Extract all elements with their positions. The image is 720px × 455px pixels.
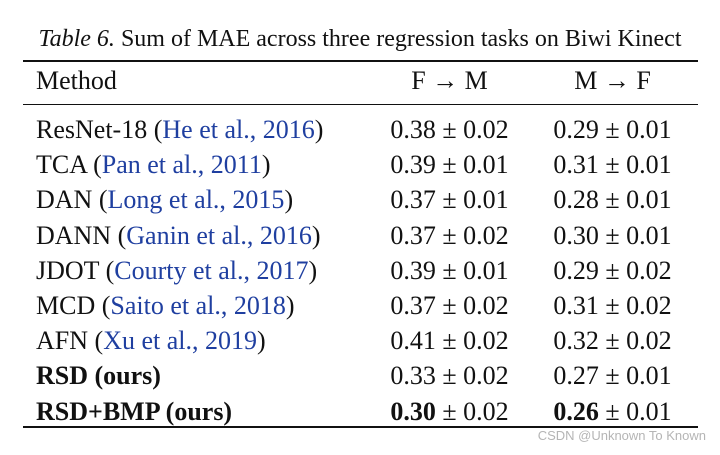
method-cell: JDOT (Courty et al., 2017) <box>36 256 318 285</box>
table-top-rule <box>23 60 698 62</box>
citation-link[interactable]: He et al., 2016 <box>162 115 315 144</box>
citation-link[interactable]: Saito et al., 2018 <box>110 291 286 320</box>
m-to-f-mean: 0.30 <box>553 221 599 250</box>
table-row: RSD+BMP (ours) 0.30 ± 0.02 0.26 ± 0.01 <box>0 395 720 429</box>
table-row: RSD (ours) 0.33 ± 0.02 0.27 ± 0.01 <box>0 359 720 393</box>
f-to-m-cell: 0.37 ± 0.02 <box>382 219 517 253</box>
f-to-m-cell: 0.30 ± 0.02 <box>382 395 517 429</box>
m-to-f-cell: 0.30 ± 0.01 <box>545 219 680 253</box>
m-to-f-cell: 0.31 ± 0.02 <box>545 289 680 323</box>
m-to-f-cell: 0.31 ± 0.01 <box>545 148 680 182</box>
f-to-m-cell: 0.38 ± 0.02 <box>382 113 517 147</box>
f-to-m-mean: 0.37 <box>390 185 436 214</box>
f-to-m-cell: 0.37 ± 0.02 <box>382 289 517 323</box>
citation-link[interactable]: Xu et al., 2019 <box>103 326 257 355</box>
m-to-f-std: ± 0.01 <box>605 361 672 390</box>
m-to-f-mean: 0.27 <box>553 361 599 390</box>
table-caption-label: Table 6. <box>38 26 115 52</box>
m-to-f-mean: 0.26 <box>553 397 599 426</box>
m-to-f-mean: 0.31 <box>553 291 599 320</box>
m-to-f-mean: 0.32 <box>553 326 599 355</box>
f-to-m-mean: 0.38 <box>390 115 436 144</box>
f-to-m-mean: 0.39 <box>390 256 436 285</box>
citation-link[interactable]: Pan et al., 2011 <box>101 150 262 179</box>
f-to-m-std: ± 0.01 <box>442 185 509 214</box>
m-to-f-mean: 0.28 <box>553 185 599 214</box>
method-cell: ResNet-18 (He et al., 2016) <box>36 115 324 144</box>
m-to-f-cell: 0.26 ± 0.01 <box>545 395 680 429</box>
m-to-f-mean: 0.31 <box>553 150 599 179</box>
m-to-f-std: ± 0.01 <box>605 221 672 250</box>
table-row: DANN (Ganin et al., 2016) 0.37 ± 0.02 0.30… <box>0 219 720 253</box>
citation-link[interactable]: Courty et al., 2017 <box>114 256 309 285</box>
method-name: ResNet-18 <box>36 115 148 144</box>
m-to-f-mean: 0.29 <box>553 115 599 144</box>
f-to-m-std: ± 0.02 <box>442 397 509 426</box>
m-to-f-std: ± 0.02 <box>605 326 672 355</box>
method-cell: DAN (Long et al., 2015) <box>36 185 294 214</box>
method-cell: DANN (Ganin et al., 2016) <box>36 221 321 250</box>
f-to-m-std: ± 0.02 <box>442 291 509 320</box>
m-to-f-cell: 0.29 ± 0.01 <box>545 113 680 147</box>
table-header-rule <box>23 104 698 105</box>
f-to-m-cell: 0.37 ± 0.01 <box>382 183 517 217</box>
m-to-f-mean: 0.29 <box>553 256 599 285</box>
method-name: JDOT <box>36 256 100 285</box>
f-to-m-std: ± 0.01 <box>442 256 509 285</box>
method-name: AFN <box>36 326 89 355</box>
method-name: DAN <box>36 185 93 214</box>
f-to-m-mean: 0.37 <box>390 221 436 250</box>
f-to-m-std: ± 0.02 <box>442 115 509 144</box>
method-name: RSD (ours) <box>36 361 161 390</box>
m-to-f-cell: 0.32 ± 0.02 <box>545 324 680 358</box>
method-name: MCD <box>36 291 96 320</box>
table-caption-text: Sum of MAE across three regression tasks… <box>120 26 682 52</box>
f-to-m-std: ± 0.01 <box>442 150 509 179</box>
method-cell: TCA (Pan et al., 2011) <box>36 150 271 179</box>
method-name: RSD+BMP (ours) <box>36 397 233 426</box>
table-header-row: Method F → M M → F <box>0 64 720 98</box>
f-to-m-mean: 0.41 <box>390 326 436 355</box>
method-cell: RSD (ours) <box>36 359 161 393</box>
f-to-m-mean: 0.39 <box>390 150 436 179</box>
m-to-f-std: ± 0.01 <box>605 185 672 214</box>
m-to-f-std: ± 0.01 <box>605 115 672 144</box>
citation-link[interactable]: Ganin et al., 2016 <box>126 221 312 250</box>
m-to-f-cell: 0.29 ± 0.02 <box>545 254 680 288</box>
f-to-m-std: ± 0.02 <box>442 221 509 250</box>
table-caption: Table 6. Sum of MAE across three regress… <box>0 24 720 54</box>
method-name: DANN <box>36 221 112 250</box>
m-to-f-std: ± 0.01 <box>605 150 672 179</box>
m-to-f-cell: 0.28 ± 0.01 <box>545 183 680 217</box>
f-to-m-std: ± 0.02 <box>442 326 509 355</box>
m-to-f-std: ± 0.01 <box>605 397 672 426</box>
method-cell: AFN (Xu et al., 2019) <box>36 326 266 355</box>
method-cell: MCD (Saito et al., 2018) <box>36 291 295 320</box>
f-to-m-mean: 0.33 <box>390 361 436 390</box>
f-to-m-cell: 0.39 ± 0.01 <box>382 254 517 288</box>
m-to-f-std: ± 0.02 <box>605 291 672 320</box>
citation-link[interactable]: Long et al., 2015 <box>107 185 285 214</box>
f-to-m-std: ± 0.02 <box>442 361 509 390</box>
f-to-m-cell: 0.39 ± 0.01 <box>382 148 517 182</box>
f-to-m-mean: 0.37 <box>390 291 436 320</box>
table-bottom-rule <box>23 426 698 428</box>
header-f-to-m: F → M <box>411 66 488 95</box>
table-row: JDOT (Courty et al., 2017) 0.39 ± 0.01 0.2… <box>0 254 720 288</box>
f-to-m-cell: 0.33 ± 0.02 <box>382 359 517 393</box>
f-to-m-mean: 0.30 <box>390 397 436 426</box>
m-to-f-cell: 0.27 ± 0.01 <box>545 359 680 393</box>
header-m-to-f: M → F <box>574 66 651 95</box>
header-method: Method <box>36 66 117 95</box>
f-to-m-cell: 0.41 ± 0.02 <box>382 324 517 358</box>
method-cell: RSD+BMP (ours) <box>36 395 232 429</box>
m-to-f-std: ± 0.02 <box>605 256 672 285</box>
method-name: TCA <box>36 150 87 179</box>
watermark: CSDN @Unknown To Known <box>537 428 706 443</box>
